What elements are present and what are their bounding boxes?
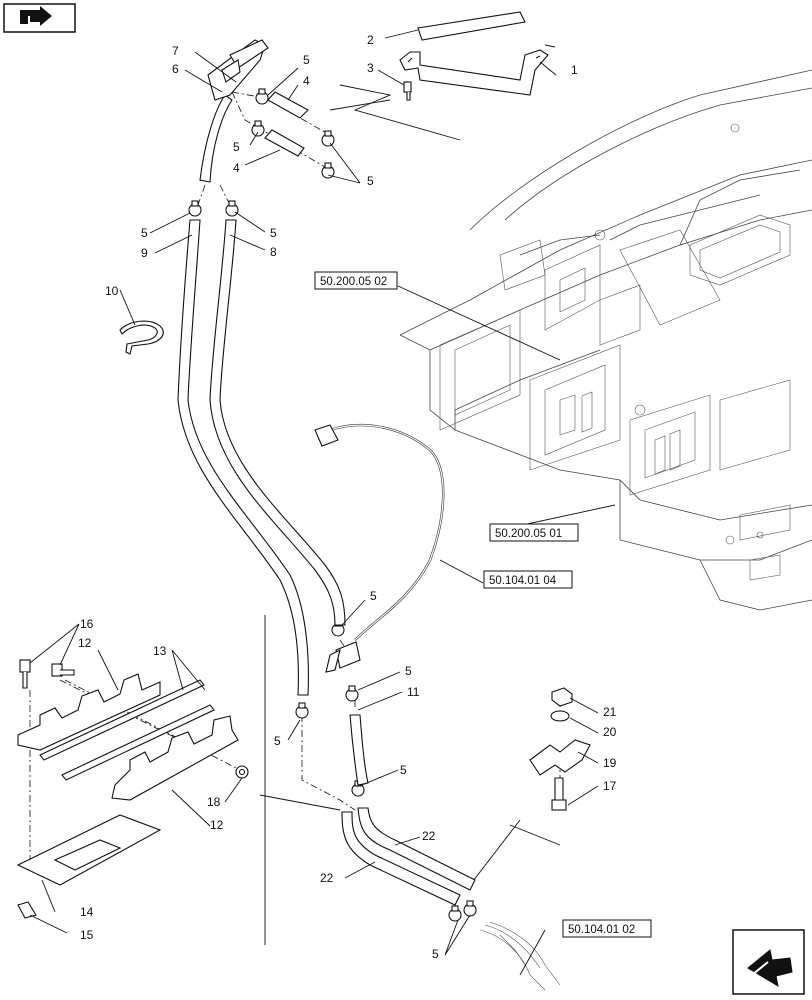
callout-14: 14: [80, 905, 94, 919]
clamps-5: [188, 88, 477, 922]
ref-label: 50.104.01 04: [489, 575, 557, 587]
strap-10: [119, 320, 164, 355]
callout-4a: 4: [303, 74, 310, 88]
callout-17: 17: [603, 779, 617, 793]
callout-10: 10: [105, 284, 119, 298]
wire-harness: [314, 424, 445, 673]
washer-20: [550, 710, 570, 722]
nut-21: [551, 687, 573, 707]
bracket-19: [529, 739, 591, 776]
bolts-16: [19, 659, 75, 689]
plate-14: [16, 814, 162, 886]
bolt-17: [551, 777, 567, 811]
page-forward-icon[interactable]: [732, 929, 805, 995]
callout-labels: 2 1 3 7 6 5 4 5 4 5 5 5 9 8 10 5 5 11 5 …: [78, 33, 617, 961]
strip-13b: [61, 704, 215, 781]
callout-5g: 5: [405, 664, 412, 678]
callout-21: 21: [603, 705, 617, 719]
callout-22b: 22: [320, 871, 334, 885]
ref-box-50-200-05-02[interactable]: 50.200.05 02: [314, 271, 398, 290]
callout-7: 7: [172, 44, 179, 58]
callout-11: 11: [407, 685, 420, 699]
callout-12a: 12: [78, 636, 92, 650]
callout-5e: 5: [270, 226, 277, 240]
callout-8: 8: [270, 245, 277, 259]
hose-4b: [264, 129, 305, 157]
callout-18: 18: [207, 795, 221, 809]
callout-5f: 5: [370, 589, 377, 603]
callout-5c: 5: [367, 174, 374, 188]
callout-5a: 5: [303, 53, 310, 67]
bracket-1: [399, 49, 549, 96]
callout-5j: 5: [432, 947, 439, 961]
callout-9: 9: [141, 246, 148, 260]
ref-label: 50.200.05 02: [320, 276, 387, 288]
machine-background: [399, 69, 812, 611]
callout-6: 6: [172, 62, 179, 76]
hose-4a: [267, 91, 309, 119]
tube-connection: [479, 921, 561, 991]
callout-13: 13: [153, 644, 167, 658]
callout-5d: 5: [141, 226, 148, 240]
assembly-lines: [29, 84, 561, 945]
tube-22: [341, 807, 476, 906]
callout-5i: 5: [400, 763, 407, 777]
hose-11: [349, 714, 369, 786]
callout-1: 1: [571, 63, 578, 77]
clip-15: [17, 901, 37, 919]
callout-5h: 5: [274, 734, 281, 748]
callout-2: 2: [367, 33, 374, 47]
callout-4b: 4: [233, 161, 240, 175]
fitting-7: [221, 39, 269, 83]
ref-box-50-200-05-01[interactable]: 50.200.05 01: [489, 523, 579, 542]
hose-9: [177, 219, 309, 696]
ref-label: 50.104.01 02: [568, 924, 635, 936]
nut-18: [235, 765, 249, 779]
callout-22a: 22: [422, 829, 436, 843]
callout-19: 19: [603, 756, 617, 770]
bracket-12a: [17, 673, 161, 751]
ref-box-50-104-01-04[interactable]: 50.104.01 04: [483, 570, 573, 589]
callout-3: 3: [367, 61, 374, 75]
bracket-12b: [111, 715, 239, 801]
callout-15: 15: [80, 928, 94, 942]
screw-3: [403, 81, 412, 101]
ref-label: 50.200.05 01: [495, 528, 562, 540]
callout-20: 20: [603, 725, 617, 739]
callout-16: 16: [80, 617, 94, 631]
pad-2: [417, 11, 526, 41]
leader-lines: [29, 29, 616, 976]
page-back-icon[interactable]: [3, 3, 76, 33]
hose-8: [209, 219, 346, 626]
callout-5b: 5: [233, 140, 240, 154]
callout-12b: 12: [210, 818, 224, 832]
strip-13a: [39, 679, 205, 761]
ref-box-50-104-01-02[interactable]: 50.104.01 02: [562, 919, 652, 938]
